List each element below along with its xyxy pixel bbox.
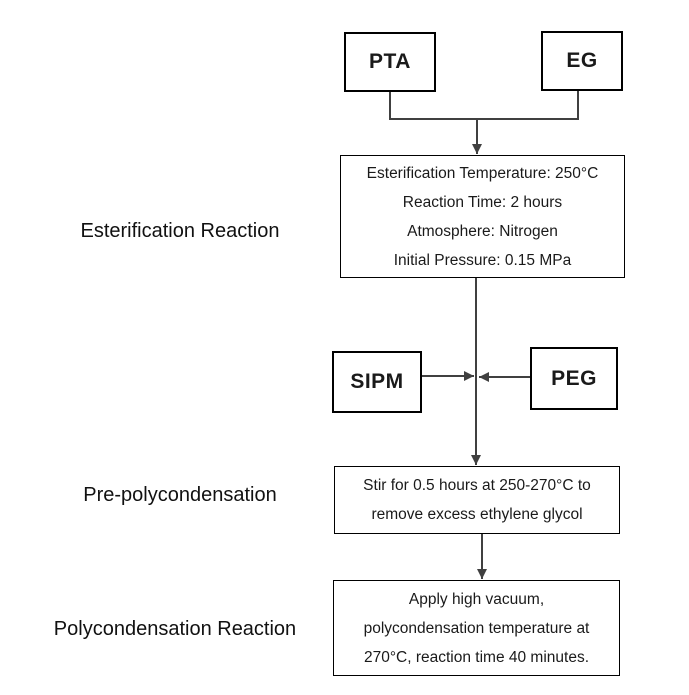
polycondensation-step-line-2: polycondensation temperature at [363,619,590,637]
node-pta-label: PTA [369,50,411,73]
esterification-condition-pressure: Initial Pressure: 0.15 MPa [393,251,572,269]
node-pta: PTA [344,32,436,92]
node-esterification-conditions: Esterification Temperature: 250°C Reacti… [340,155,625,278]
stage-label-pre-polycondensation: Pre-polycondensation [83,484,277,506]
node-polycondensation-step: Apply high vacuum, polycondensation temp… [333,580,620,676]
node-prepolycondensation-step: Stir for 0.5 hours at 250-270°C to remov… [334,466,620,534]
node-peg: PEG [530,347,618,410]
polycondensation-step-line-1: Apply high vacuum, [408,590,545,608]
node-peg-label: PEG [551,366,597,390]
connector-pta-eg-merge [389,91,579,120]
stage-label-esterification: Esterification Reaction [80,220,280,242]
stage-label-polycondensation: Polycondensation Reaction [53,618,297,640]
node-sipm-label: SIPM [350,370,404,393]
prepoly-step-line-2: remove excess ethylene glycol [371,506,583,523]
esterification-condition-atmosphere: Atmosphere: Nitrogen [407,222,558,240]
node-eg-label: EG [566,49,598,72]
node-eg: EG [541,31,623,91]
esterification-condition-time: Reaction Time: 2 hours [402,193,563,211]
prepoly-step-line-1: Stir for 0.5 hours at 250-270°C to [363,477,591,494]
esterification-condition-temperature: Esterification Temperature: 250°C [366,164,599,182]
polycondensation-step-line-3: 270°C, reaction time 40 minutes. [363,648,590,666]
node-sipm: SIPM [332,351,422,413]
